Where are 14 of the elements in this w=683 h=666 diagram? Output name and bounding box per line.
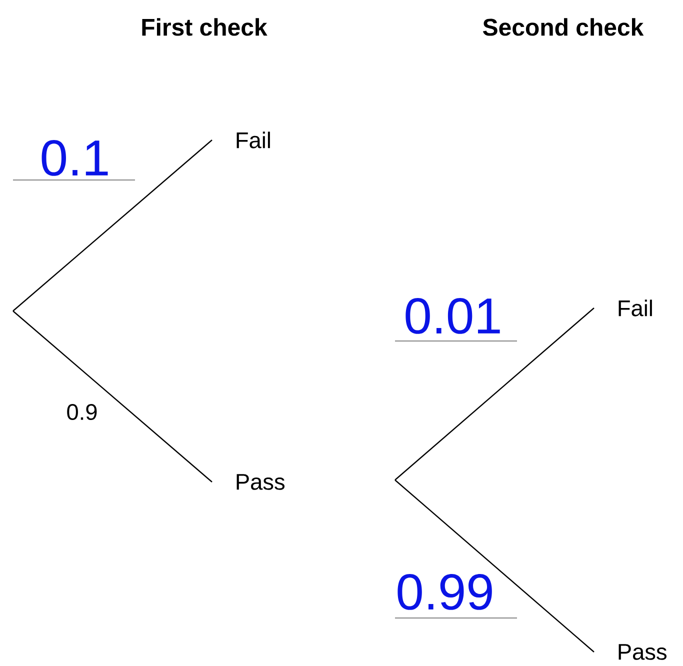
branch-line xyxy=(12,310,212,482)
handwritten-answer: 0.99 xyxy=(398,574,492,610)
handwritten-answer: 0.1 xyxy=(42,140,108,176)
outcome-label: Fail xyxy=(236,132,270,148)
edge-label: 0.9 xyxy=(67,404,97,420)
column-heading: First check xyxy=(142,18,268,36)
branch-line xyxy=(394,480,594,652)
outcome-label: Pass xyxy=(618,644,666,660)
handwritten-answer: 0.01 xyxy=(406,298,500,334)
outcome-label: Fail xyxy=(618,300,652,316)
outcome-label: Pass xyxy=(236,474,284,490)
column-heading: Second check xyxy=(483,18,644,36)
branch-line xyxy=(394,308,594,480)
branch-line xyxy=(12,140,212,312)
